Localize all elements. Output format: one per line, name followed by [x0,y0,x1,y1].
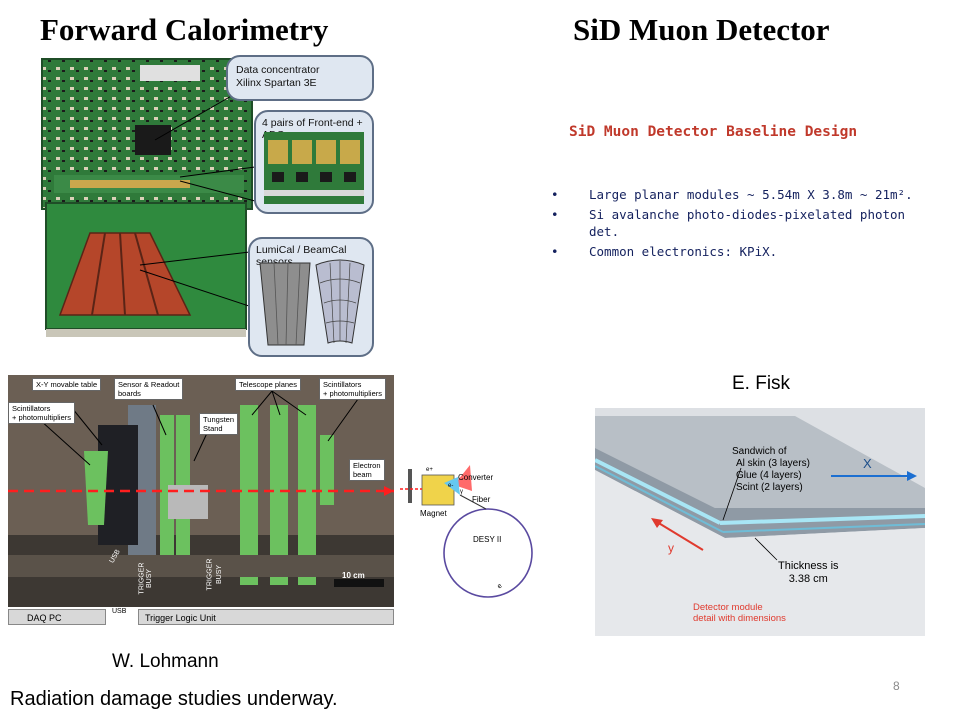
bullet-dot: • [551,187,559,202]
desy-ring-label: DESY II [473,535,502,544]
label-line: Stand [203,424,223,433]
muon-bullet-list: • Large planar modules ~ 5.54m X 3.8m ~ 2… [551,186,931,263]
bullet-item: • Large planar modules ~ 5.54m X 3.8m ~ 2… [551,186,931,203]
detail-line: Detector module [693,602,763,613]
e-minus-label: e- [448,483,454,489]
bullet-text: Common electronics: KPiX. [589,244,778,259]
caption-fisk: E. Fisk [732,373,791,394]
busy-label: BUSY [216,564,224,585]
footer-text: Radiation damage studies underway. [10,688,338,710]
bullet-text: Si avalanche photo-diodes-pixelated phot… [589,207,906,239]
front-end-board-image [264,132,364,204]
bullet-text: Large planar modules ~ 5.54m X 3.8m ~ 21… [589,187,913,202]
y-axis-label: y [668,541,674,555]
desy-inset-figure: Converter Fiber Magnet DESY II e+ e- γ e [400,455,535,605]
thickness-line: Thickness is [778,560,839,572]
callout-line: Xilinx Spartan 3E [236,77,317,89]
trigger-label: TRIGGER [138,562,146,595]
bullet-dot: • [551,207,559,222]
label-telescope-planes: Telescope planes [235,378,301,391]
detector-module-detail-label: Detector module detail with dimensions [693,602,786,624]
label-scintillators-right: Scintillators + photomultipliers [319,378,386,400]
label-line: Sensor & Readout [118,380,180,389]
fiber-label: Fiber [472,495,491,504]
sandwich-line: Al skin (3 layers) [736,458,810,469]
scale-bar-label: 10 cm [342,571,365,580]
beam-setup-figure: X-Y movable table Sensor & Readout board… [8,375,404,633]
muon-heading: SiD Muon Detector Baseline Design [569,124,858,140]
label-line: boards [118,389,141,398]
label-xy-table: X-Y movable table [32,378,102,391]
page-number: 8 [893,679,900,693]
sandwich-line: Glue (4 layers) [736,470,802,481]
board-figure: Data concentrator Xilinx Spartan 3E 4 pa… [40,55,374,357]
daq-pc-box: DAQ PC [8,609,106,625]
trigger-label: TRIGGER [206,558,214,591]
gamma-label: γ [460,489,463,495]
trigger-logic-unit-box: Trigger Logic Unit [138,609,394,625]
pcb-board-image [41,58,259,337]
label-line: Tungsten [203,415,234,424]
label-sensor-boards: Sensor & Readout boards [114,378,184,400]
busy-label: BUSY [146,568,154,589]
x-axis-label: X [863,456,872,471]
label-line: + photomultipliers [323,389,382,398]
label-line: Electron [353,461,381,470]
left-title: Forward Calorimetry [40,12,329,47]
label-tungsten-stand: Tungsten Stand [199,413,238,435]
detector-module-render [594,408,926,636]
e-plus-label: e+ [426,467,433,473]
label-line: beam [353,470,372,479]
sandwich-label: Sandwich of Al skin (3 layers) Glue (4 l… [732,446,810,494]
callout-line: Data concentrator [236,64,320,76]
thickness-line: 3.38 cm [788,573,828,585]
label-line: + photomultipliers [12,413,71,422]
bullet-item: • Common electronics: KPiX. [551,243,931,260]
callout-data-concentrator: Data concentrator Xilinx Spartan 3E [226,55,374,101]
right-title: SiD Muon Detector [573,12,830,47]
label-scintillators-left: Scintillators + photomultipliers [8,402,75,424]
callout-front-end-adc: 4 pairs of Front-end + ADC [254,110,374,214]
label-line: Scintillators [12,404,51,413]
callout-sensors: LumiCal / BeamCal sensors [248,237,374,357]
sensor-images [259,259,365,346]
magnet-label: Magnet [420,509,447,518]
label-electron-beam: Electron beam [349,459,385,481]
sandwich-line: Sandwich of [732,446,787,457]
bullet-dot: • [551,244,559,259]
bullet-item: • Si avalanche photo-diodes-pixelated pho… [551,206,931,240]
detector-module-figure: Sandwich of Al skin (3 layers) Glue (4 l… [594,408,926,636]
thickness-label: Thickness is 3.38 cm [778,560,839,586]
label-line: Scintillators [323,380,362,389]
detail-line: detail with dimensions [693,613,786,624]
sandwich-line: Scint (2 layers) [736,482,803,493]
caption-lohmann: W. Lohmann [112,651,219,672]
usb-label: USB [112,608,127,615]
converter-label: Converter [458,473,494,482]
desy-inset-diagram [400,465,533,598]
